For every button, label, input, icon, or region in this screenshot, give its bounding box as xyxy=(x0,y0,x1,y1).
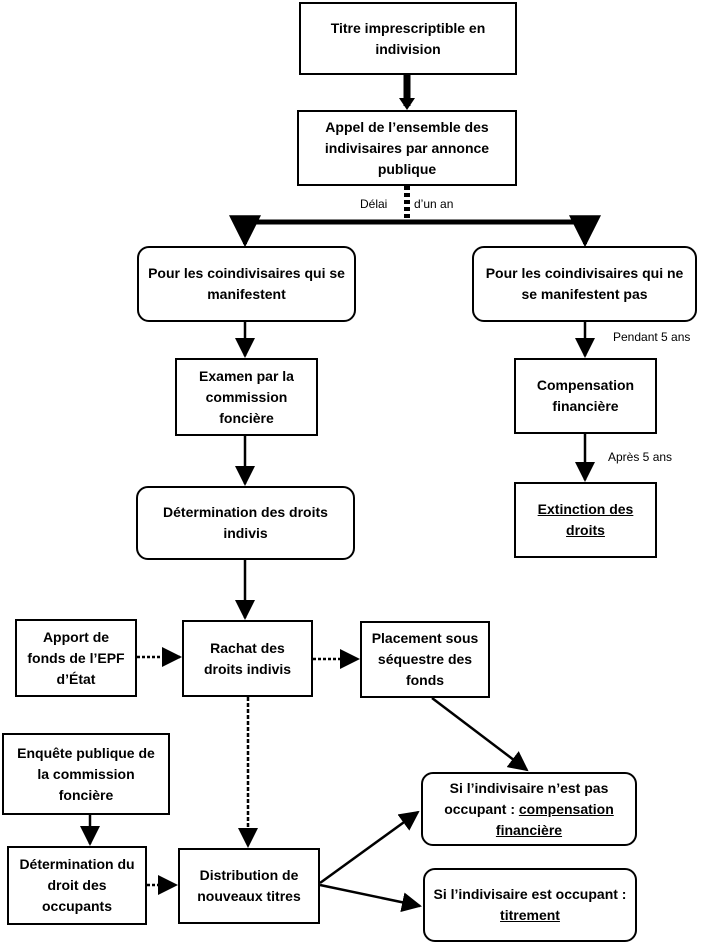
rachat-box: Rachat des droits indivis xyxy=(182,620,313,697)
extinction-box: Extinction des droits xyxy=(514,482,657,558)
distribution-text: Distribution de nouveaux titres xyxy=(197,867,301,904)
delai-label-left: Délai xyxy=(360,197,388,211)
manifestent-text: Pour les coindivisaires qui se manifeste… xyxy=(148,265,345,302)
occupant-text: Si l’indivisaire est occupant : titremen… xyxy=(431,884,629,926)
pendant-5-ans-label: Pendant 5 ans xyxy=(613,330,691,344)
placement-box: Placement sous séquestre des fonds xyxy=(360,621,490,698)
determination-occupants-box: Détermination du droit des occupants xyxy=(7,846,147,925)
occupant-link: titrement xyxy=(500,907,560,923)
occupant-prefix: Si l’indivisaire est occupant : xyxy=(433,886,627,902)
arrow-distribution-occupant xyxy=(319,883,422,913)
non-occupant-link: compensation financière xyxy=(495,800,614,838)
arrow-head-titre-appel xyxy=(399,98,415,110)
determination-droits-text: Détermination des droits indivis xyxy=(163,504,328,541)
occupant-box: Si l’indivisaire est occupant : titremen… xyxy=(423,868,637,942)
non-occupant-prefix: Si l’indivisaire n’est pas occupant : xyxy=(444,779,609,817)
delai-label-right: d’un an xyxy=(414,197,454,211)
ne-manifestent-box: Pour les coindivisaires qui ne se manife… xyxy=(472,246,697,322)
titre-box: Titre imprescriptible en indivision xyxy=(299,2,517,75)
ne-manifestent-text: Pour les coindivisaires qui ne se manife… xyxy=(485,265,684,302)
enquete-box: Enquête publique de la commission fonciè… xyxy=(2,733,170,815)
apport-text: Apport de fonds de l’EPF d’État xyxy=(27,628,125,687)
compensation-text: Compensation financière xyxy=(536,377,635,414)
apres-5-ans-label: Après 5 ans xyxy=(608,450,673,464)
arrow-distribution-non-occupant xyxy=(319,810,420,885)
arrow-placement-non-occupant xyxy=(431,697,529,772)
enquete-text: Enquête publique de la commission fonciè… xyxy=(17,744,155,803)
non-occupant-text: Si l’indivisaire n’est pas occupant : co… xyxy=(429,778,629,841)
apport-box: Apport de fonds de l’EPF d’État xyxy=(15,619,137,697)
titre-text: Titre imprescriptible en indivision xyxy=(330,19,486,57)
examen-text: Examen par la commission foncière xyxy=(199,367,294,426)
placement-text: Placement sous séquestre des fonds xyxy=(371,630,479,688)
examen-box: Examen par la commission foncière xyxy=(175,358,318,436)
non-occupant-box: Si l’indivisaire n’est pas occupant : co… xyxy=(421,772,637,846)
determination-occupants-text: Détermination du droit des occupants xyxy=(19,856,135,914)
appel-box: Appel de l’ensemble des indivisaires par… xyxy=(297,110,517,186)
determination-droits-box: Détermination des droits indivis xyxy=(136,486,355,560)
extinction-text: Extinction des droits xyxy=(537,501,634,538)
rachat-text: Rachat des droits indivis xyxy=(203,639,292,677)
manifestent-box: Pour les coindivisaires qui se manifeste… xyxy=(137,246,356,322)
appel-text: Appel de l’ensemble des indivisaires par… xyxy=(324,118,490,177)
distribution-box: Distribution de nouveaux titres xyxy=(178,848,320,924)
compensation-box: Compensation financière xyxy=(514,358,657,434)
